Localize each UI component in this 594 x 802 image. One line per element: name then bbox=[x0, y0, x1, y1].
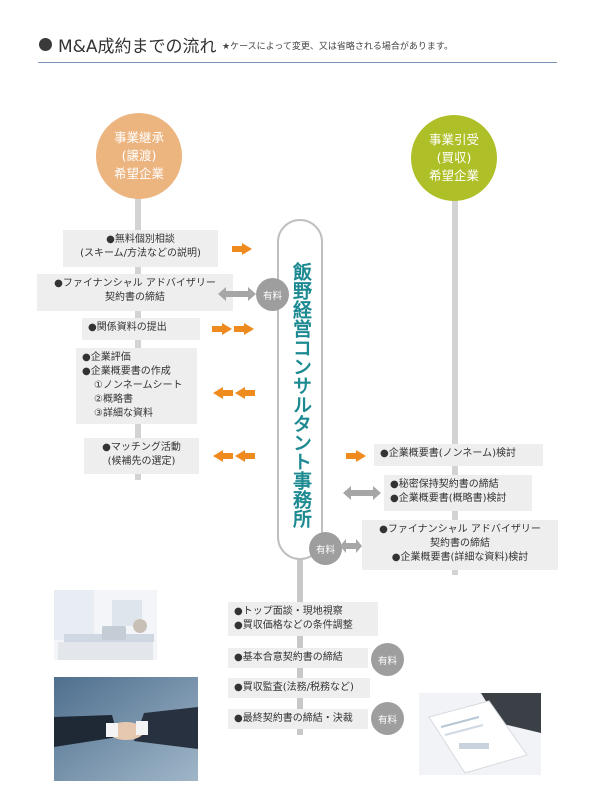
step-buyer-nonname-line1: ●企業概要書(ノンネーム)検討 bbox=[380, 448, 517, 459]
step-valuation-line1: ●企業評価 bbox=[82, 352, 131, 363]
step-buyer-fa-line1: ●ファイナンシャル アドバイザリー bbox=[379, 524, 541, 535]
documents-laptop-photo bbox=[419, 693, 541, 775]
header-bullet bbox=[39, 38, 52, 51]
header-divider bbox=[38, 62, 557, 63]
step-top-meeting: ●トップ面談・現地視察 ●買収価格などの条件調整 bbox=[228, 602, 378, 636]
step-top-meeting-line1: ●トップ面談・現地視察 bbox=[234, 606, 343, 617]
orange-double-arrow-right-icon bbox=[212, 323, 254, 335]
step-seller-fa-contract-line2: 契約書の締結 bbox=[105, 292, 165, 303]
buyer-label-1: 事業引受 bbox=[428, 132, 479, 147]
buyer-label-2: (買収) bbox=[436, 150, 472, 165]
fee-badge-seller-fa: 有料 bbox=[256, 278, 289, 311]
orange-double-arrow-left-icon bbox=[213, 387, 255, 399]
consulting-firm-pill bbox=[277, 219, 323, 560]
fee-badge-final-contract-label: 有料 bbox=[377, 714, 397, 726]
step-valuation-line4: ②概略書 bbox=[94, 394, 133, 405]
step-basic-agreement-line1: ●基本合意契約書の締結 bbox=[234, 652, 343, 663]
step-buyer-fa-line3: ●企業概要書(詳細な資料)検討 bbox=[391, 552, 529, 563]
step-valuation-line3: ①ノンネームシート bbox=[94, 380, 183, 391]
buyer-flow-line bbox=[452, 195, 458, 575]
seller-label-2: (譲渡) bbox=[121, 148, 157, 163]
step-submit-documents-line1: ●関係資料の提出 bbox=[88, 322, 167, 333]
orange-arrow-right-icon bbox=[232, 243, 252, 255]
step-buyer-nda-line2: ●企業概要書(概略書)検討 bbox=[390, 493, 507, 504]
step-basic-agreement: ●基本合意契約書の締結 bbox=[228, 648, 368, 668]
seller-circle: 事業継承 (譲渡) 希望企業 bbox=[96, 113, 182, 199]
step-seller-fa-contract: ●ファイナンシャル アドバイザリー 契約書の締結 bbox=[37, 274, 233, 311]
step-top-meeting-line2: ●買収価格などの条件調整 bbox=[234, 620, 353, 631]
step-free-consultation-line2: (スキーム/方法などの説明) bbox=[80, 248, 201, 259]
step-buyer-nonname-review: ●企業概要書(ノンネーム)検討 bbox=[374, 444, 543, 466]
fee-badge-buyer-fa: 有料 bbox=[309, 532, 342, 565]
step-due-diligence: ●買収監査(法務/税務など) bbox=[228, 678, 370, 698]
fee-badge-seller-fa-label: 有料 bbox=[262, 290, 282, 302]
step-final-contract: ●最終契約書の締結・決裁 bbox=[228, 709, 368, 729]
seller-label-1: 事業継承 bbox=[113, 130, 164, 145]
fee-badge-basic-agreement: 有料 bbox=[371, 643, 404, 676]
step-valuation-line2: ●企業概要書の作成 bbox=[82, 366, 171, 377]
gray-double-arrow-icon bbox=[218, 287, 256, 301]
fee-badge-buyer-fa-label: 有料 bbox=[315, 544, 335, 556]
step-buyer-nda: ●秘密保持契約書の締結 ●企業概要書(概略書)検討 bbox=[384, 475, 532, 511]
orange-arrow-right-icon bbox=[346, 450, 366, 462]
step-matching-line2: (候補先の選定) bbox=[107, 456, 176, 467]
page-title: M&A成約までの流れ bbox=[58, 37, 217, 57]
step-due-diligence-line1: ●買収監査(法務/税務など) bbox=[234, 682, 354, 693]
step-free-consultation: ●無料個別相談 (スキーム/方法などの説明) bbox=[63, 230, 218, 267]
step-buyer-fa-line2: 契約書の締結 bbox=[430, 538, 490, 549]
seller-label-3: 希望企業 bbox=[113, 166, 164, 181]
step-seller-fa-contract-line1: ●ファイナンシャル アドバイザリー bbox=[54, 278, 216, 289]
handshake-photo bbox=[54, 677, 198, 781]
step-company-valuation: ●企業評価 ●企業概要書の作成 ①ノンネームシート ②概略書 ③詳細な資料 bbox=[76, 348, 197, 424]
orange-double-arrow-left-icon bbox=[213, 450, 255, 462]
step-submit-documents: ●関係資料の提出 bbox=[82, 318, 200, 340]
step-final-contract-line1: ●最終契約書の締結・決裁 bbox=[234, 713, 353, 724]
step-valuation-line5: ③詳細な資料 bbox=[94, 408, 153, 419]
fee-badge-basic-agreement-label: 有料 bbox=[377, 655, 397, 667]
gray-double-arrow-icon bbox=[340, 539, 362, 553]
joint-flow-line bbox=[297, 555, 303, 735]
step-buyer-nda-line1: ●秘密保持契約書の締結 bbox=[390, 479, 499, 490]
header-note: ★ケースによって変更、又は省略される場合があります。 bbox=[222, 42, 453, 52]
consulting-firm-name: 飯野経営コンサルタント事務所 bbox=[290, 262, 312, 528]
step-free-consultation-line1: ●無料個別相談 bbox=[106, 234, 175, 245]
fee-badge-final-contract: 有料 bbox=[371, 702, 404, 735]
buyer-label-3: 希望企業 bbox=[428, 168, 479, 183]
step-matching: ●マッチング活動 (候補先の選定) bbox=[84, 438, 199, 474]
buyer-circle: 事業引受 (買収) 希望企業 bbox=[411, 115, 497, 201]
step-matching-line1: ●マッチング活動 bbox=[102, 442, 181, 453]
gray-double-arrow-icon bbox=[343, 486, 381, 500]
step-buyer-fa-contract: ●ファイナンシャル アドバイザリー 契約書の締結 ●企業概要書(詳細な資料)検討 bbox=[362, 520, 558, 570]
office-meeting-photo bbox=[54, 590, 157, 660]
